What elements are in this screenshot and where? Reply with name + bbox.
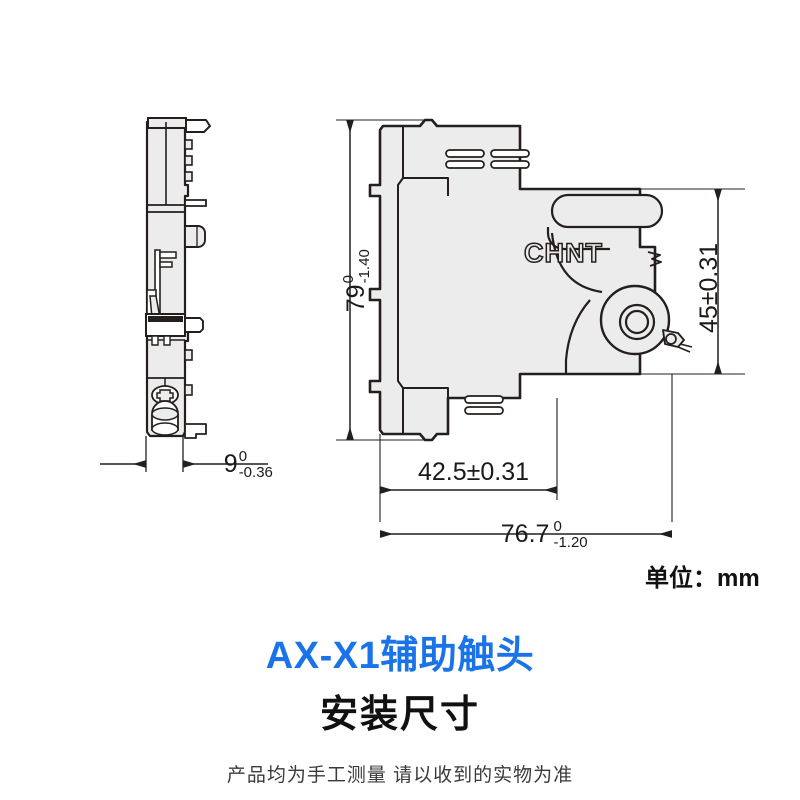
measurement-disclaimer: 产品均为手工测量 请以收到的实物为准	[226, 765, 574, 786]
dim-side-width	[100, 436, 268, 472]
front-body-view	[368, 118, 693, 442]
dim-value-9: 9	[223, 450, 238, 478]
side-profile-view	[145, 117, 211, 439]
dim-label-height: 790-1.40	[328, 249, 392, 330]
dim-value-76-7: 76.7	[500, 520, 550, 548]
dim-lower-tol-76-7: -1.20	[553, 534, 588, 551]
drawing-subtitle: 安装尺寸	[319, 694, 480, 736]
dim-upper-tol-9: 0	[238, 448, 248, 465]
dim-upper-tol-79: 0	[340, 275, 357, 284]
dim-value-79: 79	[342, 284, 370, 313]
dim-label-terminal-height: 45±0.31	[695, 242, 723, 333]
vent-slots-top	[445, 149, 530, 169]
vent-slots-bottom	[464, 395, 504, 415]
dim-lower-tol-79: -1.40	[356, 249, 373, 284]
dim-upper-tol-76-7: 0	[553, 518, 562, 535]
extension-lines	[336, 119, 745, 522]
page-title: AX-X1辅助触头	[265, 635, 535, 677]
dim-label-body-depth: 42.5±0.31	[418, 458, 530, 486]
dim-lower-tol-9: -0.36	[238, 464, 273, 481]
unit-note: 单位：mm	[645, 565, 760, 592]
chnt-logo-text: CHNT	[524, 238, 603, 268]
dim-label-side-width: 90-0.36	[206, 436, 273, 500]
